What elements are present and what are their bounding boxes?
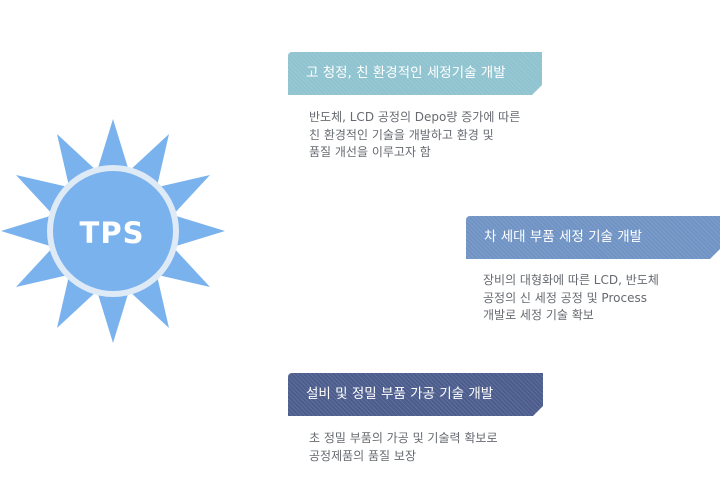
sun-emblem [0,118,226,344]
description-line: 반도체, LCD 공정의 Depo량 증가에 따른 [309,110,521,124]
description-line: 초 정밀 부품의 가공 및 기술력 확보로 [309,431,498,445]
title-cleaning-tech: 고 청정, 친 환경적인 세정기술 개발 [306,65,506,81]
sun-core [53,171,173,291]
sun-ray [172,215,225,247]
sun-ray [97,119,129,172]
description-line: 장비의 대형화에 따른 LCD, 반도체 [483,273,659,287]
title-next-gen: 차 세대 부품 세정 기술 개발 [484,229,643,245]
sun-ray [97,290,129,343]
sun-label: TPS [79,216,145,250]
description-next-gen: 장비의 대형화에 따른 LCD, 반도체 공정의 신 세정 공정 및 Proce… [483,272,659,325]
description-line: 공정의 신 세정 공정 및 Process [483,290,647,305]
sun-ray [1,215,54,247]
title-badge-next-gen: 차 세대 부품 세정 기술 개발 [466,216,720,259]
description-cleaning-tech: 반도체, LCD 공정의 Depo량 증가에 따른 친 환경적인 기술을 개발하… [309,109,520,162]
description-line: 친 환경적인 기술을 개발하고 환경 및 [309,127,494,142]
description-line: 공정제품의 품질 보장 [309,448,416,463]
description-line: 품질 개선을 이루고자 함 [309,145,431,159]
title-badge-precision-parts: 설비 및 정밀 부품 가공 기술 개발 [288,373,543,416]
title-badge-cleaning-tech: 고 청정, 친 환경적인 세정기술 개발 [288,52,542,95]
title-precision-parts: 설비 및 정밀 부품 가공 기술 개발 [306,386,494,402]
description-line: 개발로 세정 기술 확보 [483,308,594,322]
description-precision-parts: 초 정밀 부품의 가공 및 기술력 확보로 공정제품의 품질 보장 [309,430,498,465]
sun-graphic [1,119,225,343]
